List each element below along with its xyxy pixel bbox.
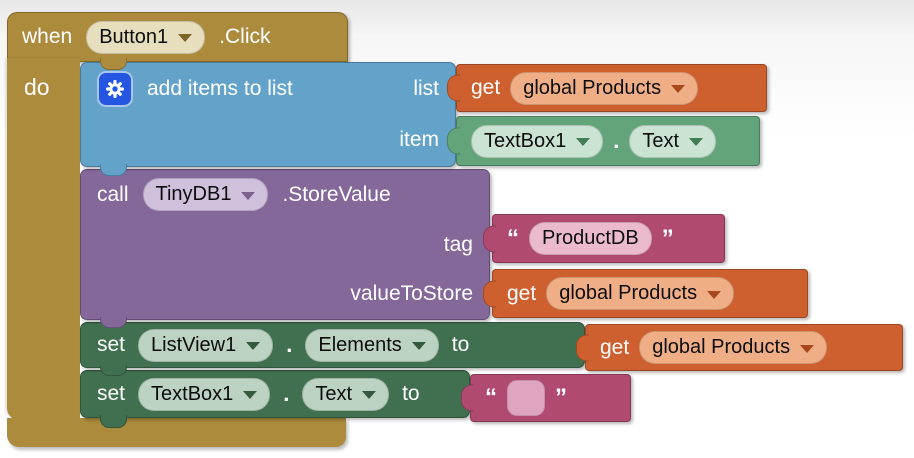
dropdown-arrow-icon[interactable] (671, 85, 686, 93)
dropdown-arrow-icon[interactable] (246, 342, 261, 350)
property-separator: . (283, 381, 290, 406)
text-property-label: Text (315, 382, 353, 405)
add-items-to-list-block[interactable]: add items to list list item (80, 62, 456, 167)
button1-dropdown[interactable]: Button1 (86, 20, 206, 54)
button1-dropdown-label: Button1 (99, 25, 169, 48)
listview1-dropdown[interactable]: ListView1 (138, 328, 274, 362)
add-items-title: add items to list (147, 76, 293, 100)
when-block-left-column[interactable] (7, 58, 80, 420)
get-global-products-block-2[interactable]: get global Products (492, 269, 808, 318)
global-products-dropdown-3[interactable]: global Products (639, 331, 828, 364)
get-keyword: get (471, 76, 501, 99)
dropdown-arrow-icon[interactable] (362, 391, 377, 399)
set-textbox-text-block[interactable]: set TextBox1 . Text to (80, 370, 470, 418)
click-event-label: .Click (219, 25, 271, 48)
block-connector-tab (100, 317, 127, 328)
global-products-label: global Products (652, 336, 791, 358)
text-property-dropdown[interactable]: Text (629, 124, 717, 158)
gear-icon (106, 79, 124, 98)
when-event-block[interactable]: when Button1 .Click (7, 12, 348, 62)
do-label: do (24, 74, 50, 100)
block-connector-tab (100, 164, 127, 176)
global-products-dropdown-2[interactable]: global Products (546, 277, 735, 310)
empty-string-block[interactable]: “ ” (470, 374, 631, 422)
dropdown-arrow-icon[interactable] (689, 138, 704, 146)
dropdown-arrow-icon[interactable] (243, 391, 258, 399)
text-property-dropdown-2[interactable]: Text (302, 377, 390, 411)
close-quote: ” (555, 384, 567, 411)
mutator-gear-button[interactable] (97, 70, 133, 107)
when-block-bottom-bar[interactable] (7, 418, 346, 447)
dropdown-arrow-icon[interactable] (800, 344, 815, 353)
block-connector-tab (100, 365, 127, 376)
open-quote: “ (485, 384, 497, 411)
listview1-label: ListView1 (151, 333, 237, 356)
get-global-products-block-1[interactable]: get global Products (456, 64, 767, 112)
string-input[interactable]: ProductDB (529, 222, 652, 255)
when-keyword: when (22, 25, 73, 48)
set-keyword: set (97, 333, 126, 356)
dropdown-arrow-icon[interactable] (707, 290, 722, 299)
textbox1-label: TextBox1 (484, 129, 567, 152)
storevalue-method-label: .StoreValue (282, 182, 391, 206)
property-separator: . (286, 332, 293, 357)
set-listview-elements-block[interactable]: set ListView1 . Elements to (80, 322, 585, 368)
get-keyword: get (600, 335, 630, 359)
call-tinydb-storevalue-block[interactable]: call TinyDB1 .StoreValue tag valueToStor… (80, 169, 490, 320)
block-connector-tab (100, 415, 127, 428)
dropdown-arrow-icon[interactable] (411, 342, 426, 350)
set-keyword: set (97, 382, 126, 405)
valuetostore-param-label: valueToStore (350, 282, 473, 306)
textbox1-dropdown[interactable]: TextBox1 (471, 124, 604, 158)
dropdown-arrow-icon[interactable] (178, 34, 193, 42)
list-param-label: list (413, 76, 439, 100)
item-param-label: item (399, 128, 439, 152)
elements-property-dropdown[interactable]: Elements (305, 328, 439, 362)
dropdown-arrow-icon[interactable] (241, 191, 256, 200)
tag-param-label: tag (443, 232, 473, 256)
call-keyword: call (97, 182, 129, 206)
elements-property-label: Elements (318, 333, 402, 356)
open-quote: “ (507, 224, 519, 252)
global-products-label: global Products (523, 76, 662, 99)
textbox1-dropdown-2[interactable]: TextBox1 (138, 377, 271, 411)
tinydb1-dropdown[interactable]: TinyDB1 (142, 178, 269, 212)
productdb-string-block[interactable]: “ ProductDB ” (492, 214, 725, 263)
global-products-label: global Products (559, 282, 698, 304)
tinydb1-label: TinyDB1 (155, 183, 232, 206)
get-global-products-block-3[interactable]: get global Products (585, 324, 903, 371)
string-input-value: ProductDB (542, 227, 639, 249)
textbox-text-getter-block[interactable]: TextBox1 . Text (456, 116, 760, 166)
empty-string-input[interactable] (507, 380, 545, 416)
to-label-2: to (402, 382, 420, 405)
dropdown-arrow-icon[interactable] (576, 138, 591, 146)
property-separator: . (613, 128, 620, 153)
textbox1-label: TextBox1 (151, 382, 234, 405)
block-connector-tab (100, 58, 127, 70)
text-property-label: Text (642, 129, 680, 152)
close-quote: ” (661, 224, 674, 252)
get-keyword: get (507, 281, 537, 305)
global-products-dropdown-1[interactable]: global Products (510, 71, 699, 105)
to-label: to (451, 333, 470, 356)
